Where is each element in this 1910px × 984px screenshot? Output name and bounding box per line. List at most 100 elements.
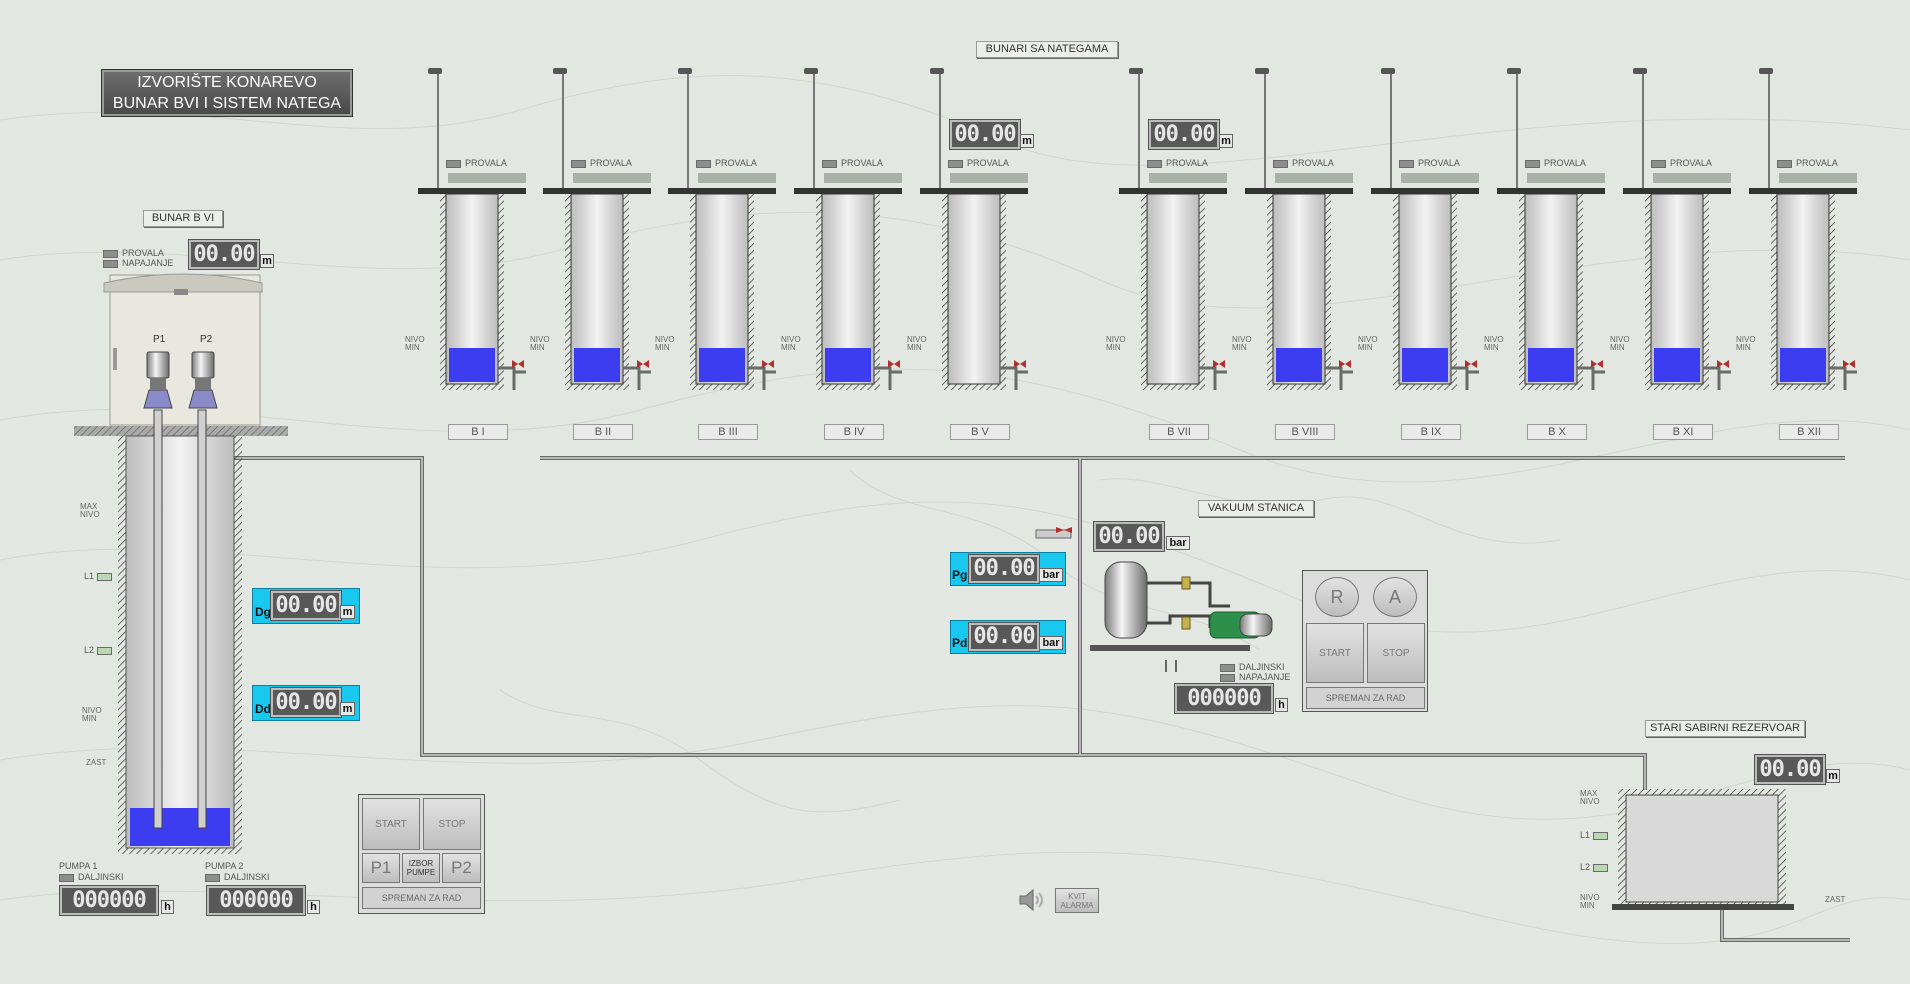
bvi-label: BUNAR B VI <box>143 210 223 227</box>
pump-start-button[interactable]: START <box>362 798 420 850</box>
well-nivo-min-label: NIVO MIN <box>1610 335 1630 352</box>
provala-led <box>1651 159 1666 168</box>
provala-label: PROVALA <box>1292 158 1334 168</box>
provala-label: PROVALA <box>715 158 757 168</box>
l2-led <box>96 646 112 655</box>
well-nivo-min-label: NIVO MIN <box>1232 335 1252 352</box>
provala-led <box>948 159 963 168</box>
l2-led <box>1592 863 1608 872</box>
napajanje-label: NAPAJANJE <box>1239 672 1291 682</box>
well-nivo-min-label: NIVO MIN <box>655 335 675 352</box>
well-name-label: B IV <box>824 424 884 440</box>
well-name-label: B VIII <box>1275 424 1335 440</box>
napajanje-led <box>1220 673 1235 682</box>
provala-label: PROVALA <box>1796 158 1838 168</box>
pg-unit: bar <box>1039 568 1063 582</box>
provala-led <box>571 159 586 168</box>
l1-led <box>1592 831 1608 840</box>
pumpa1-label: PUMPA 1 <box>59 861 98 871</box>
pd-display: 00.00 <box>969 623 1039 651</box>
well-nivo-min-label: NIVO MIN <box>405 335 425 352</box>
well-provala-indicator: PROVALA <box>696 158 757 169</box>
daljinski-led <box>205 873 220 882</box>
well-shaft-drawing <box>1245 68 1353 390</box>
dg-unit: m <box>340 605 355 619</box>
reservoir-nivo-min-label: NIVO MIN <box>1580 893 1600 910</box>
pg-label: Pg <box>952 568 968 582</box>
well-level-display: 00.00 <box>1149 120 1219 149</box>
well-nivo-min-label: NIVO MIN <box>1484 335 1504 352</box>
provala-led <box>1147 159 1162 168</box>
reservoir-level-unit: m <box>1826 769 1840 783</box>
napajanje-label: NAPAJANJE <box>122 258 174 268</box>
vakuum-ready-status: SPREMAN ZA RAD <box>1306 687 1425 709</box>
wells-group-label: BUNARI SA NATEGAMA <box>976 41 1118 58</box>
daljinski-label: DALJINSKI <box>224 872 270 882</box>
well-name-label: B I <box>448 424 508 440</box>
vakuum-stop-button[interactable]: STOP <box>1367 623 1425 683</box>
provala-led <box>103 249 118 258</box>
pumpa2-hours-display: 000000 <box>207 886 305 915</box>
bvi-provala-indicator: PROVALA <box>103 248 164 259</box>
well-shaft-drawing <box>1749 68 1857 390</box>
well-provala-indicator: PROVALA <box>1273 158 1334 169</box>
reservoir-label: STARI SABIRNI REZERVOAR <box>1645 720 1805 737</box>
provala-label: PROVALA <box>590 158 632 168</box>
well-provala-indicator: PROVALA <box>1147 158 1208 169</box>
pump-p2-label: P2 <box>200 334 213 345</box>
pumpa1-daljinski-indicator: DALJINSKI <box>59 872 124 883</box>
well-6 <box>1119 60 1229 450</box>
vakuum-start-button[interactable]: START <box>1306 623 1364 683</box>
l1-led <box>96 572 112 581</box>
provala-label: PROVALA <box>1544 158 1586 168</box>
well-provala-indicator: PROVALA <box>446 158 507 169</box>
well-level-display: 00.00 <box>950 120 1020 149</box>
vakuum-daljinski-indicator: DALJINSKI <box>1220 662 1285 673</box>
well-shaft-drawing <box>1497 68 1605 390</box>
pd-unit: bar <box>1039 636 1063 650</box>
dg-label: Dg <box>255 605 271 619</box>
pump-stop-button[interactable]: STOP <box>423 798 481 850</box>
select-p2-button[interactable]: P2 <box>442 853 481 883</box>
vakuum-pressure-display: 00.00 <box>1094 522 1164 551</box>
provala-led <box>1525 159 1540 168</box>
acknowledge-alarm-button[interactable]: KVIT ALARMA <box>1055 888 1099 913</box>
well-nivo-min-label: NIVO MIN <box>781 335 801 352</box>
auto-button[interactable]: A <box>1373 577 1417 617</box>
vakuum-napajanje-indicator: NAPAJANJE <box>1220 672 1290 683</box>
page-title: IZVORIŠTE KONAREVO BUNAR BVI I SISTEM NA… <box>102 70 352 116</box>
provala-led <box>1273 159 1288 168</box>
reset-label: R <box>1330 586 1344 607</box>
well-7 <box>1245 60 1355 450</box>
provala-label: PROVALA <box>122 248 164 258</box>
well-nivo-min-label: NIVO MIN <box>1106 335 1126 352</box>
l1-label: L1 <box>1580 830 1591 840</box>
well-provala-indicator: PROVALA <box>1651 158 1712 169</box>
reservoir-l2-indicator: L2 <box>1580 862 1612 873</box>
bvi-zast-label: ZAST <box>86 758 107 767</box>
provala-label: PROVALA <box>967 158 1009 168</box>
l2-label: L2 <box>1580 862 1591 872</box>
reset-button[interactable]: R <box>1315 577 1359 617</box>
well-provala-indicator: PROVALA <box>948 158 1009 169</box>
well-nivo-min-label: NIVO MIN <box>1736 335 1756 352</box>
vakuum-valve-icon <box>1056 522 1072 533</box>
pump-control-panel: START STOP P1 IZBOR PUMPE P2 SPREMAN ZA … <box>358 794 485 914</box>
well-shaft-drawing <box>418 68 526 390</box>
well-shaft-drawing <box>1371 68 1479 390</box>
select-p1-button[interactable]: P1 <box>362 853 400 883</box>
well-3 <box>668 60 778 450</box>
well-5 <box>920 60 1030 450</box>
bvi-l2-indicator: L2 <box>84 645 116 656</box>
reservoir-zast-label: ZAST <box>1825 895 1846 904</box>
provala-led <box>822 159 837 168</box>
pumpa2-label: PUMPA 2 <box>205 861 244 871</box>
well-shaft-drawing <box>543 68 651 390</box>
speaker-icon[interactable] <box>1017 888 1047 912</box>
provala-led <box>446 159 461 168</box>
provala-label: PROVALA <box>465 158 507 168</box>
provala-label: PROVALA <box>841 158 883 168</box>
well-name-label: B X <box>1527 424 1587 440</box>
well-nivo-min-label: NIVO MIN <box>907 335 927 352</box>
pump-ready-status: SPREMAN ZA RAD <box>362 887 481 909</box>
